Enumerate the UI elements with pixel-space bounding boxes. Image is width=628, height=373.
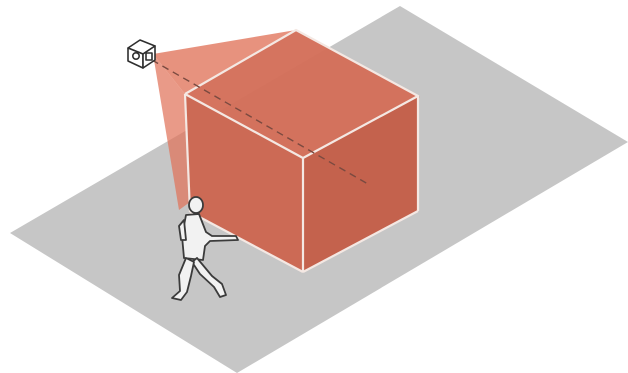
camera-sensor-icon bbox=[128, 40, 155, 68]
